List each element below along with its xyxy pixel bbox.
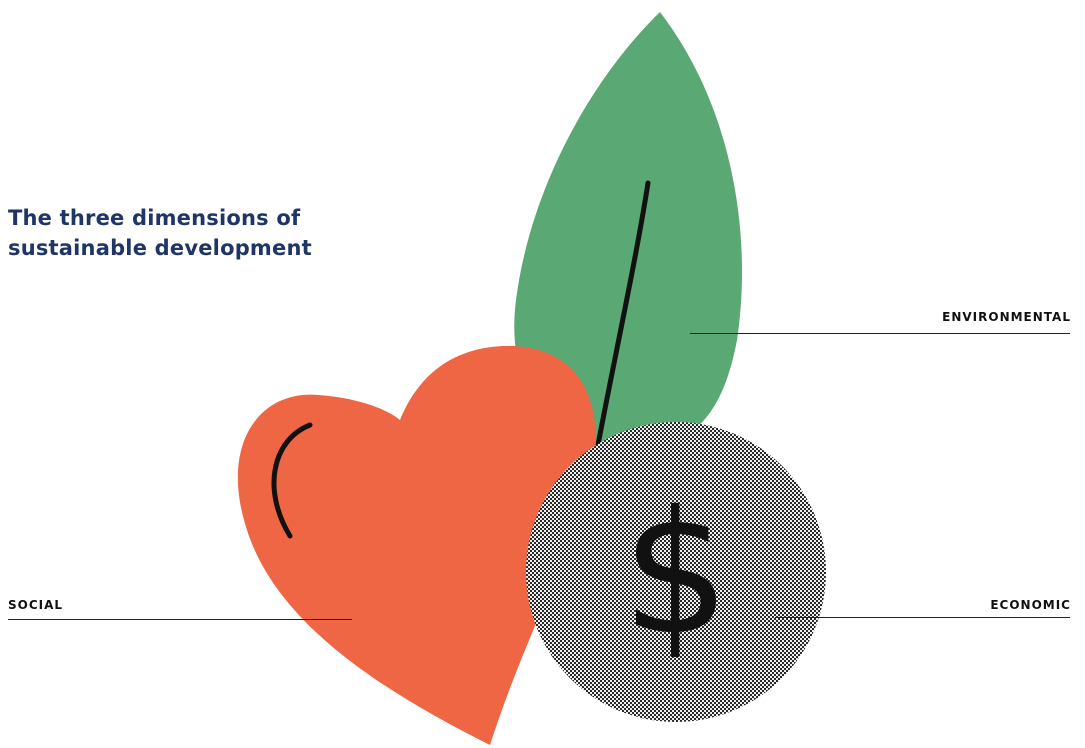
- dollar-sign: $: [622, 475, 730, 673]
- label-social: SOCIAL: [8, 598, 64, 612]
- title-line-1: The three dimensions of: [8, 206, 301, 230]
- leaf-icon: [514, 12, 742, 450]
- leaf-shape: [514, 12, 742, 450]
- title-line-2: sustainable development: [8, 236, 312, 260]
- leader-line-social: [8, 619, 352, 620]
- leaf-vein: [595, 180, 651, 448]
- heart-highlight: [271, 422, 313, 539]
- coin-shape: [526, 422, 826, 722]
- label-economic: ECONOMIC: [990, 598, 1071, 612]
- dollar-coin-icon: $: [526, 422, 826, 722]
- leader-line-economic: [775, 617, 1070, 618]
- heart-icon: [237, 345, 596, 745]
- page-title: The three dimensions of sustainable deve…: [8, 203, 312, 263]
- leader-line-environmental: [690, 333, 1070, 334]
- label-environmental: ENVIRONMENTAL: [942, 310, 1071, 324]
- heart-shape: [237, 345, 596, 745]
